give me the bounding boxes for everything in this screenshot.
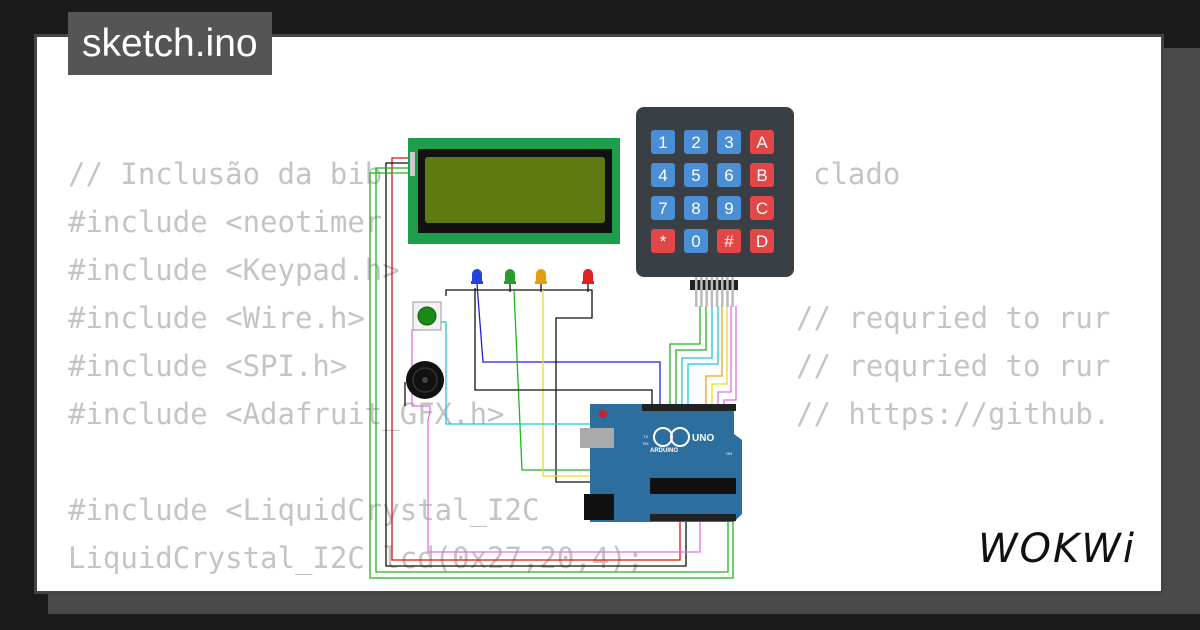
buzzer[interactable] [406, 361, 444, 399]
led-yellow[interactable] [535, 269, 547, 284]
key-label: 6 [724, 166, 733, 185]
key-#[interactable]: # [717, 229, 741, 253]
code-line-1-tail: clado [813, 157, 901, 191]
code-line-9: LiquidCrystal_I2C lcd(0x27,20,4); [68, 541, 645, 575]
key-4[interactable]: 4 [651, 163, 675, 187]
keypad-connector [690, 280, 738, 290]
keypad-pin [715, 277, 719, 307]
key-label: * [660, 232, 667, 251]
key-3[interactable]: 3 [717, 130, 741, 154]
keypad-pin [731, 277, 734, 307]
code-comment-2: // requried to rur [796, 349, 1111, 383]
key-label: C [756, 199, 768, 218]
code-comment-1: // requried to rur [796, 301, 1111, 335]
key-label: B [756, 166, 767, 185]
key-label: 1 [658, 133, 667, 152]
key-label: # [724, 232, 734, 251]
keypad[interactable]: 1 2 3 A 4 5 6 B 7 8 9 C * 0 # D [636, 107, 794, 307]
key-A[interactable]: A [750, 130, 774, 154]
led-rx-label: RX [643, 441, 649, 446]
code-line-1: // Inclusão da bib [68, 157, 383, 191]
window-title[interactable]: sketch.ino [68, 12, 272, 75]
key-C[interactable]: C [750, 196, 774, 220]
keypad-pin [700, 277, 703, 307]
mcu-chip [650, 478, 736, 494]
key-label: 7 [658, 199, 667, 218]
key-label: 4 [658, 166, 667, 185]
code-line-5: #include <SPI.h> [68, 349, 348, 383]
code-comment-3: // https://github. [796, 397, 1111, 431]
keypad-pin [695, 277, 698, 307]
key-label: 5 [691, 166, 700, 185]
header-digital [642, 404, 736, 411]
reset-button[interactable] [599, 410, 607, 418]
key-0[interactable]: 0 [684, 229, 708, 253]
power-jack [584, 494, 614, 520]
key-label: 3 [724, 133, 733, 152]
leds[interactable] [471, 269, 594, 284]
key-9[interactable]: 9 [717, 196, 741, 220]
key-D[interactable]: D [750, 229, 774, 253]
key-1[interactable]: 1 [651, 130, 675, 154]
key-label: D [756, 232, 768, 251]
keypad-pins [695, 277, 734, 307]
board-brand: ARDUINO [650, 448, 678, 454]
key-label: 0 [691, 232, 700, 251]
keypad-pin [710, 277, 714, 307]
keypad-keys[interactable]: 1 2 3 A 4 5 6 B 7 8 9 C * 0 # D [651, 130, 774, 253]
keypad-pin [705, 277, 708, 307]
push-button[interactable] [412, 301, 442, 331]
led-red[interactable] [582, 269, 594, 284]
wires [369, 157, 737, 579]
arduino-logo-icon-2 [670, 427, 690, 447]
arduino-uno[interactable]: UNO ARDUINO TX RX ON [580, 404, 742, 522]
keypad-pin [726, 277, 729, 307]
code-line-4: #include <Wire.h> [68, 301, 365, 335]
led-green[interactable] [504, 269, 516, 284]
code-line-8: #include <LiquidCrystal_I2C [68, 493, 540, 527]
wokwi-logo[interactable]: WOKWi [978, 526, 1136, 572]
key-label: 2 [691, 133, 700, 152]
code-line-2: #include <neotimer [68, 205, 383, 239]
lcd-pins [410, 152, 415, 176]
code-line-6: #include <Adafruit_GFX.h> [68, 397, 505, 431]
lcd-display[interactable] [408, 138, 620, 244]
key-*[interactable]: * [651, 229, 675, 253]
key-label: 9 [724, 199, 733, 218]
led-blue[interactable] [471, 269, 483, 284]
key-2[interactable]: 2 [684, 130, 708, 154]
key-8[interactable]: 8 [684, 196, 708, 220]
led-tx-label: TX [643, 434, 648, 439]
usb-port [580, 428, 614, 448]
led-on-label: ON [726, 451, 732, 456]
key-label: A [756, 133, 768, 152]
key-label: 8 [691, 199, 700, 218]
lcd-screen [425, 157, 605, 223]
keypad-pin [721, 277, 724, 307]
key-7[interactable]: 7 [651, 196, 675, 220]
key-5[interactable]: 5 [684, 163, 708, 187]
board-label: UNO [692, 433, 714, 444]
key-6[interactable]: 6 [717, 163, 741, 187]
key-B[interactable]: B [750, 163, 774, 187]
header-analog [650, 514, 736, 521]
